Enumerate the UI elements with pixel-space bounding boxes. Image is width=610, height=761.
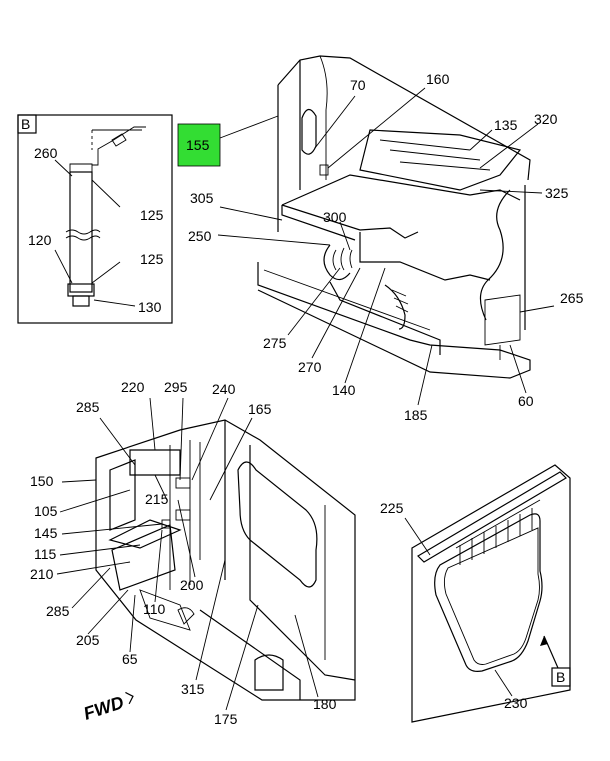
highlight-155: 155 — [177, 115, 279, 167]
detail-b-panel: B 260 125 120 125 130 — [17, 114, 173, 324]
callout-220: 220 — [121, 379, 145, 395]
fwd-label: FWD — [81, 692, 126, 724]
callout-70: 70 — [350, 77, 366, 93]
callout-120: 120 — [28, 232, 52, 248]
callout-285-upper: 285 — [76, 399, 100, 415]
detail-box-label: B — [21, 116, 30, 132]
callout-215: 215 — [145, 491, 169, 507]
callout-185: 185 — [404, 407, 428, 423]
callout-260: 260 — [34, 145, 58, 161]
highlight-label: 155 — [186, 137, 210, 153]
callout-125-upper: 125 — [140, 207, 164, 223]
detail-post — [69, 171, 93, 293]
callout-305: 305 — [190, 190, 214, 206]
callout-175: 175 — [214, 711, 238, 727]
callout-225: 225 — [380, 500, 404, 516]
callout-165: 165 — [248, 401, 272, 417]
highlight-box — [177, 123, 221, 167]
callout-230: 230 — [504, 695, 528, 711]
top-assembly: 70 160 135 320 325 305 300 250 265 275 2… — [188, 55, 584, 423]
callout-205: 205 — [76, 632, 100, 648]
fwd-indicator: FWD — [81, 691, 134, 724]
callout-315: 315 — [181, 681, 205, 697]
callout-210: 210 — [30, 566, 54, 582]
callout-160: 160 — [426, 71, 450, 87]
callout-65: 65 — [122, 651, 138, 667]
callout-275: 275 — [263, 335, 287, 351]
detail-ref-label: B — [556, 669, 565, 685]
callout-125-lower: 125 — [140, 251, 164, 267]
callout-285-lower: 285 — [46, 603, 70, 619]
bottom-right-panel: 225 230 B — [380, 464, 571, 723]
callout-320: 320 — [534, 111, 558, 127]
callout-135: 135 — [494, 117, 518, 133]
callout-140: 140 — [332, 382, 356, 398]
callout-150: 150 — [30, 473, 54, 489]
callout-200: 200 — [180, 577, 204, 593]
callout-325: 325 — [545, 185, 569, 201]
callout-110: 110 — [143, 601, 166, 617]
callout-250: 250 — [188, 228, 212, 244]
bottom-left-assembly: 220 295 240 285 165 150 215 105 145 115 … — [30, 379, 356, 727]
callout-270: 270 — [298, 359, 322, 375]
callout-240: 240 — [212, 381, 236, 397]
callout-180: 180 — [313, 696, 337, 712]
callout-145: 145 — [34, 525, 58, 541]
fwd-arrow-icon — [125, 691, 134, 705]
callout-265: 265 — [560, 290, 584, 306]
callout-60: 60 — [518, 393, 534, 409]
callout-115: 115 — [34, 546, 57, 562]
callout-130: 130 — [138, 299, 162, 315]
callout-300: 300 — [323, 209, 347, 225]
callout-295: 295 — [164, 379, 188, 395]
callout-105: 105 — [34, 503, 58, 519]
